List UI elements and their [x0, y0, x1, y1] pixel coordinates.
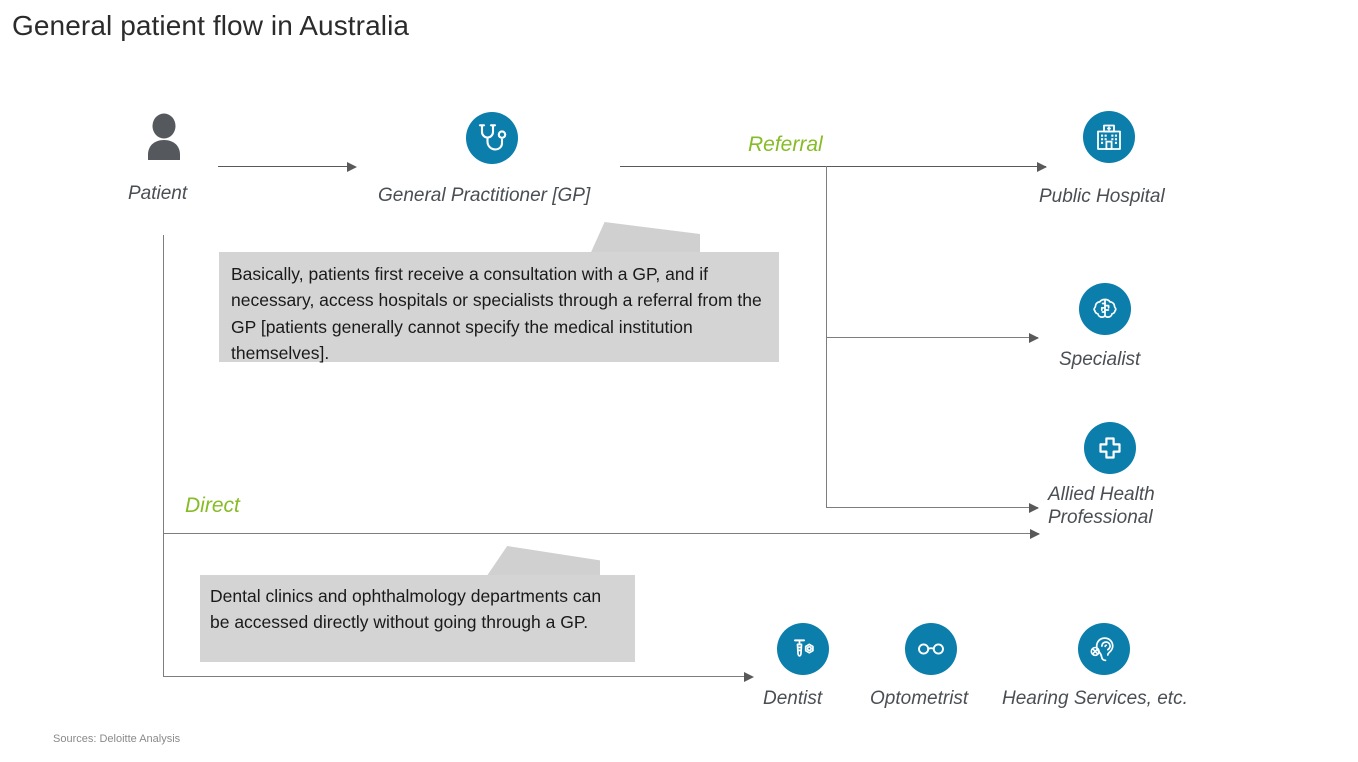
- node-label-optometrist: Optometrist: [870, 688, 969, 709]
- referral-callout-text: Basically, patients first receive a cons…: [231, 264, 762, 363]
- node-label-specialist: Specialist: [1059, 349, 1141, 370]
- referral-callout: Basically, patients first receive a cons…: [219, 252, 779, 363]
- direct-to-allied-health-head: [1030, 528, 1040, 539]
- allied-health-line-2: Professional: [1048, 507, 1153, 529]
- node-label-public-hospital: Public Hospital: [1039, 186, 1165, 207]
- arrow-to-specialist-head: [1029, 332, 1039, 343]
- node-label-dentist: Dentist: [763, 688, 823, 709]
- arrow-to-public-hospital-head: [1037, 161, 1047, 172]
- medical-cross-icon: [1084, 422, 1136, 474]
- direct-trunk-vertical: [163, 235, 164, 677]
- direct-callout-text: Dental clinics and ophthalmology departm…: [210, 586, 602, 633]
- page-title: General patient flow in Australia: [12, 10, 410, 41]
- branch-label-referral: Referral: [748, 133, 823, 156]
- node-label-patient: Patient: [128, 183, 188, 204]
- referral-trunk-horizontal: [620, 166, 1046, 167]
- hospital-icon: [1083, 111, 1135, 163]
- person-icon: [143, 112, 185, 160]
- sources-footer: Sources: Deloitte Analysis: [53, 733, 181, 745]
- arrow-patient-to-gp-head: [347, 161, 357, 172]
- branch-label-direct: Direct: [185, 494, 240, 517]
- arrow-patient-to-gp-line: [218, 166, 348, 167]
- referral-trunk-vertical: [826, 166, 827, 507]
- node-label-hearing: Hearing Services, etc.: [1002, 688, 1188, 709]
- direct-to-dentist-line: [163, 676, 751, 677]
- allied-health-line-1: Allied Health: [1048, 484, 1155, 505]
- node-label-gp: General Practitioner [GP]: [378, 185, 591, 206]
- arrow-to-specialist-line: [826, 337, 1038, 338]
- ear-icon: [1078, 623, 1130, 675]
- dental-implant-icon: [777, 623, 829, 675]
- arrow-to-allied-health-head: [1029, 502, 1039, 513]
- stethoscope-icon: [466, 112, 518, 164]
- direct-callout: Dental clinics and ophthalmology departm…: [200, 575, 635, 662]
- brain-icon: [1079, 283, 1131, 335]
- direct-to-allied-health-line: [163, 533, 1039, 534]
- direct-to-dentist-head: [744, 671, 754, 682]
- glasses-icon: [905, 623, 957, 675]
- arrow-to-allied-health-line: [826, 507, 1038, 508]
